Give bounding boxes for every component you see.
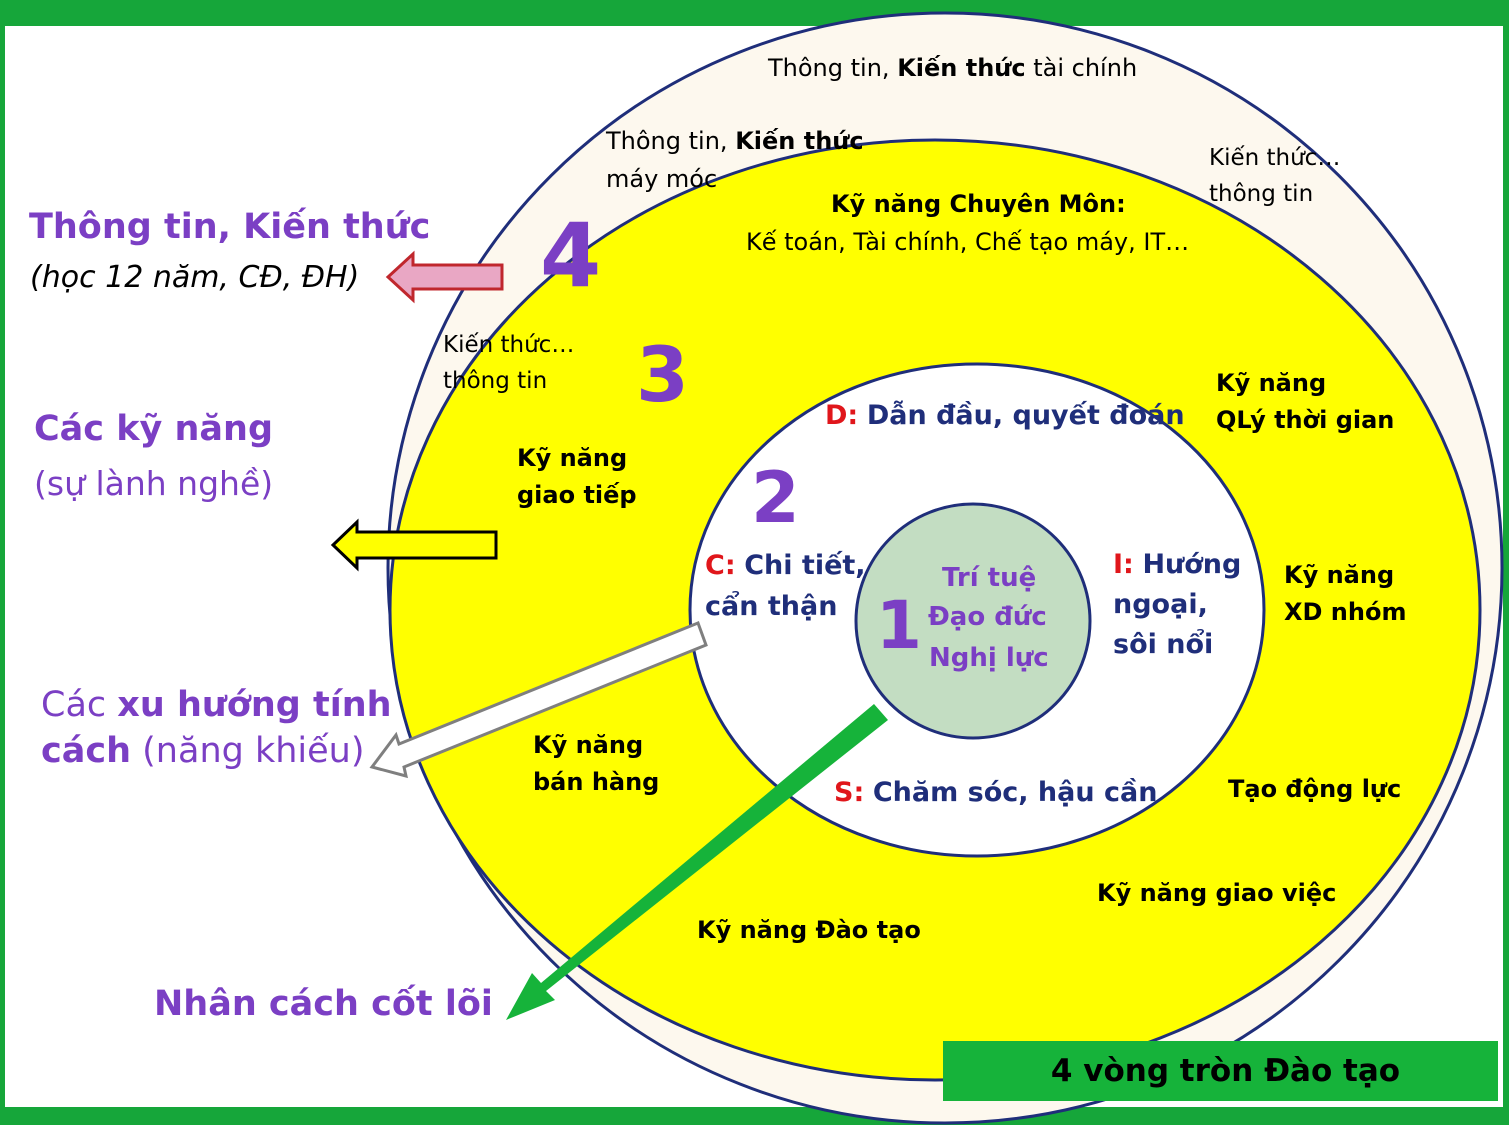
skill-time-mgmt-2: QLý thời gian (1216, 406, 1395, 434)
knowledge-left-1: Kiến thức… (443, 332, 575, 358)
knowledge-machines-2: máy móc (606, 165, 718, 193)
skill-team-building-2: XD nhóm (1284, 598, 1407, 626)
disc-i-letter: I: (1113, 549, 1134, 580)
knowledge-right-1: Kiến thức… (1209, 145, 1341, 171)
disc-d-label: D: Dẫn đầu, quyết đoán (825, 400, 1185, 431)
left-green-bar (0, 0, 5, 1125)
disc-d-text: Dẫn đầu, quyết đoán (866, 400, 1185, 431)
label-core-title: Nhân cách cốt lõi (154, 984, 493, 1024)
label-knowledge-sub: (học 12 năm, CĐ, ĐH) (30, 260, 360, 295)
knowledge-finance-prefix: Thông tin, (768, 54, 898, 82)
disc-c-text-2: cẩn thận (705, 591, 838, 622)
knowledge-finance-suffix: tài chính (1025, 54, 1138, 82)
label-trend-line-2: cách (năng khiếu) (41, 731, 365, 771)
ring-number-4: 4 (540, 204, 602, 307)
knowledge-left-2: thông tin (443, 368, 548, 394)
skill-sales-2: bán hàng (533, 768, 660, 796)
skill-training: Kỹ năng Đào tạo (697, 916, 921, 944)
disc-s-label: S: Chăm sóc, hậu cần (834, 777, 1157, 808)
knowledge-right-2: thông tin (1209, 181, 1314, 207)
arrow-info-icon (385, 250, 504, 304)
skill-communication-2: giao tiếp (517, 481, 637, 509)
diagram-title: 4 vòng tròn Đào tạo (1050, 1053, 1401, 1089)
disc-c-label: C: Chi tiết, (705, 550, 866, 581)
label-trend-bold-1: xu hướng tính (117, 685, 392, 725)
label-trend-prefix: Các (41, 685, 118, 725)
knowledge-machines-bold: Kiến thức (735, 127, 864, 155)
ring-number-3: 3 (636, 330, 689, 419)
skill-professional-header: Kỹ năng Chuyên Môn: (831, 190, 1126, 218)
title-box: 4 vòng tròn Đào tạo (943, 1041, 1498, 1101)
skill-motivation: Tạo động lực (1228, 775, 1402, 803)
disc-c-letter: C: (705, 550, 736, 581)
knowledge-finance: Thông tin, Kiến thức tài chính (768, 54, 1137, 82)
bottom-green-bar (0, 1107, 1509, 1125)
skill-time-mgmt-1: Kỹ năng (1216, 369, 1327, 397)
core-line-3: Nghị lực (929, 643, 1049, 673)
arrow-skills-icon (330, 518, 498, 572)
label-skills-sub: (sự lành nghề) (34, 464, 274, 503)
label-trend-suffix: (năng khiếu) (131, 731, 365, 771)
disc-i-text-2: ngoại, (1113, 589, 1208, 620)
knowledge-machines-prefix: Thông tin, (606, 127, 736, 155)
label-trend-bold-2: cách (41, 731, 132, 771)
arrow-core-icon (506, 704, 888, 1020)
right-green-bar (1503, 0, 1509, 1125)
label-skills-title: Các kỹ năng (34, 409, 274, 449)
skill-delegation: Kỹ năng giao việc (1097, 879, 1337, 907)
skill-sales-1: Kỹ năng (533, 731, 644, 759)
disc-i-text-3: sôi nổi (1113, 629, 1214, 660)
skill-professional-list: Kế toán, Tài chính, Chế tạo máy, IT… (746, 228, 1190, 256)
skill-team-building-1: Kỹ năng (1284, 561, 1395, 589)
disc-s-text: Chăm sóc, hậu cần (872, 777, 1158, 808)
ring-number-1: 1 (876, 587, 922, 664)
top-green-bar (0, 0, 1509, 26)
knowledge-machines-1: Thông tin, Kiến thức (606, 127, 864, 155)
disc-i-text-1: Hướng (1142, 549, 1242, 580)
disc-s-letter: S: (834, 777, 865, 808)
core-line-1: Trí tuệ (942, 563, 1037, 593)
label-trend-line-1: Các xu hướng tính (41, 685, 392, 725)
ring-number-2: 2 (751, 457, 800, 539)
ring-1-core (854, 502, 1092, 740)
disc-d-letter: D: (825, 400, 859, 431)
disc-c-text-1: Chi tiết, (744, 550, 866, 581)
skill-communication-1: Kỹ năng (517, 444, 628, 472)
arrow-trend-icon (369, 621, 708, 779)
disc-i-label: I: Hướng (1113, 549, 1241, 580)
core-line-2: Đạo đức (928, 602, 1047, 632)
knowledge-finance-bold: Kiến thức (897, 54, 1026, 82)
label-knowledge-title: Thông tin, Kiến thức (29, 207, 431, 247)
